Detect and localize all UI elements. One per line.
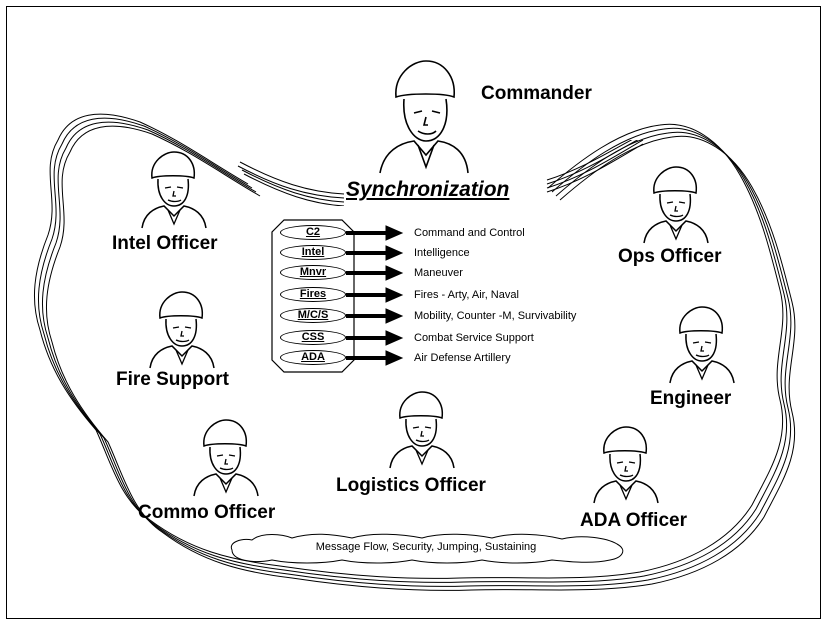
function-desc-intel: Intelligence xyxy=(414,247,470,259)
intel-officer-figure-icon xyxy=(141,151,207,229)
function-code-fires: Fires xyxy=(280,287,346,302)
fire-support-figure-icon xyxy=(149,291,215,369)
function-code-css: CSS xyxy=(280,330,346,345)
logistics-officer-label: Logistics Officer xyxy=(336,475,486,496)
function-desc-fires: Fires - Arty, Air, Naval xyxy=(414,289,519,301)
commander-label: Commander xyxy=(481,83,592,104)
message-flow-cloud xyxy=(230,533,624,564)
function-code-ada: ADA xyxy=(280,350,346,365)
function-code-c2: C2 xyxy=(280,225,346,240)
commo-officer-label: Commo Officer xyxy=(138,502,276,523)
engineer-figure-icon xyxy=(669,306,735,384)
slide-frame xyxy=(6,6,821,619)
function-desc-css: Combat Service Support xyxy=(414,332,534,344)
commander-figure-icon xyxy=(379,60,469,174)
function-desc-mcs: Mobility, Counter -M, Survivability xyxy=(414,310,577,322)
synchronization-title: Synchronization xyxy=(346,178,510,201)
function-code-intel: Intel xyxy=(280,245,346,260)
fire-support-label: Fire Support xyxy=(116,369,229,390)
function-arrows xyxy=(346,225,404,366)
message-flow-text: Message Flow, Security, Jumping, Sustain… xyxy=(315,541,537,553)
ops-officer-figure-icon xyxy=(643,166,709,244)
intel-officer-label: Intel Officer xyxy=(112,233,218,254)
ops-officer-label: Ops Officer xyxy=(618,246,722,267)
function-code-mnvr: Mnvr xyxy=(280,265,346,280)
logistics-officer-figure-icon xyxy=(389,391,455,469)
sync-swoosh-left xyxy=(237,161,345,206)
ada-officer-figure-icon xyxy=(593,426,659,504)
ada-officer-label: ADA Officer xyxy=(580,510,687,531)
sync-swoosh-right xyxy=(546,140,644,193)
function-desc-mnvr: Maneuver xyxy=(414,267,463,279)
commo-officer-figure-icon xyxy=(193,419,259,497)
function-desc-ada: Air Defense Artillery xyxy=(414,352,511,364)
function-code-mcs: M/C/S xyxy=(280,308,346,323)
engineer-label: Engineer xyxy=(650,388,732,409)
function-desc-c2: Command and Control xyxy=(414,227,525,239)
